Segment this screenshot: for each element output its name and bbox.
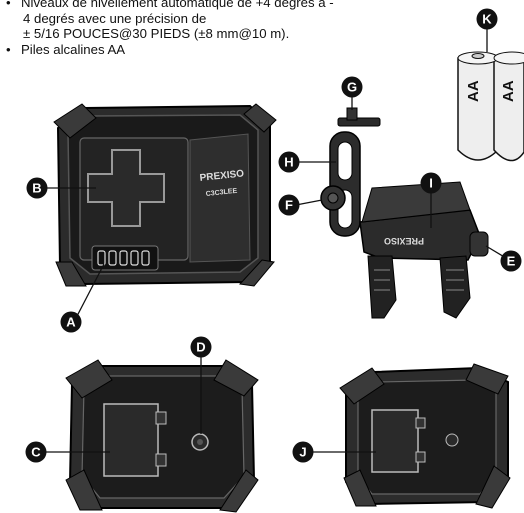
svg-text:K: K [482, 12, 492, 27]
feature-text-line4: Piles alcalines AA [21, 41, 126, 57]
svg-text:H: H [284, 155, 293, 170]
svg-text:C: C [31, 445, 41, 460]
aa-batteries: AA AA [457, 51, 524, 162]
callout-d: D [190, 336, 212, 358]
battery-label-right: AA [500, 80, 517, 102]
mounting-bracket: PREXISO [320, 107, 489, 319]
feature-item-leveling: • Niveaux de nivellement automatique de +… [6, 0, 446, 11]
svg-text:J: J [299, 445, 306, 460]
callout-j: J [292, 441, 314, 463]
brand-label-mount: PREXISO [384, 236, 424, 246]
laser-level-bottom-view [65, 359, 259, 513]
bullet: • [6, 0, 11, 10]
svg-text:A: A [66, 315, 76, 330]
callout-e: E [500, 250, 522, 272]
callout-g: G [341, 76, 363, 98]
svg-text:G: G [347, 80, 357, 95]
callout-f: F [278, 194, 300, 216]
callout-k: K [476, 8, 498, 30]
svg-text:E: E [507, 254, 516, 269]
laser-level-front-view: PREXISO C3C3LEE [53, 103, 277, 287]
callout-a: A [60, 311, 82, 333]
feature-text-line2: 4 degrés avec une précision de [23, 10, 207, 26]
svg-text:D: D [196, 340, 205, 355]
svg-text:I: I [429, 176, 433, 191]
feature-item-batteries: • Piles alcalines AA [6, 42, 446, 58]
feature-list: • Niveaux de nivellement automatique de +… [6, 0, 446, 57]
brand-label-front: PREXISO [199, 168, 245, 184]
feature-text-line1: Niveaux de nivellement automatique de +4… [21, 0, 334, 10]
callout-b: B [26, 177, 48, 199]
callout-i: I [420, 172, 442, 194]
callout-h: H [278, 151, 300, 173]
model-label-front: C3C3LEE [205, 188, 237, 198]
svg-text:B: B [32, 181, 41, 196]
callout-c: C [25, 441, 47, 463]
battery-label-left: AA [465, 80, 482, 102]
laser-level-angled-view [339, 363, 511, 509]
feature-text-line3: ± 5/16 POUCES@30 PIEDS (±8 mm@10 m). [23, 26, 290, 42]
bullet: • [6, 41, 11, 57]
svg-text:F: F [285, 198, 293, 213]
